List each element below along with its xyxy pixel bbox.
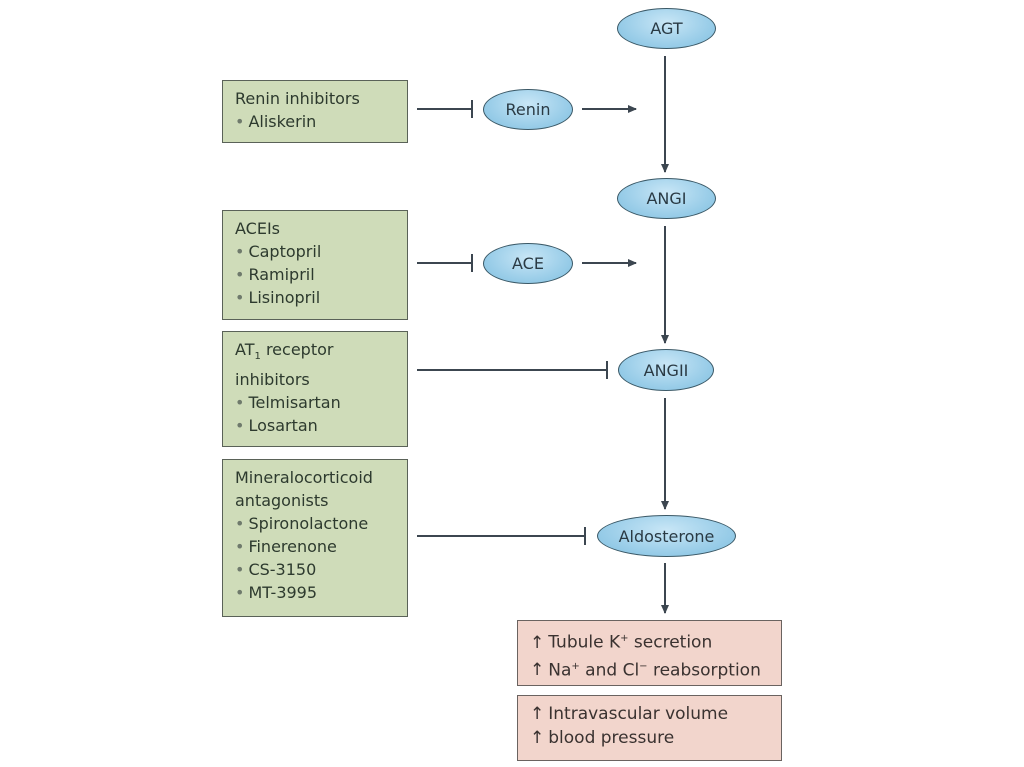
- at1-title-suffix: receptor: [260, 340, 334, 359]
- effect-intravascular-volume: Intravascular volume: [530, 702, 769, 726]
- node-aldosterone: Aldosterone: [597, 515, 736, 557]
- at1-title-line2: inhibitors: [235, 370, 310, 390]
- node-aldosterone-label: Aldosterone: [618, 526, 715, 546]
- effect-text: and Cl: [579, 660, 640, 681]
- node-angi: ANGI: [617, 178, 716, 219]
- superscript: −: [639, 660, 648, 672]
- at1-title-prefix: AT: [235, 340, 255, 359]
- effect-text: Na: [548, 660, 572, 681]
- mineralocorticoid-antagonists-box: Mineralocorticoid antagonists Spironolac…: [222, 459, 408, 617]
- renin-inhibitors-title: Renin inhibitors: [235, 89, 360, 108]
- systemic-effects-box: Intravascular volume blood pressure: [517, 695, 782, 761]
- at1-inhibitors-box: AT1 receptor inhibitors Telmisartan Losa…: [222, 331, 408, 447]
- node-renin-label: Renin: [505, 100, 551, 119]
- effect-text: secretion: [628, 632, 713, 653]
- effect-text: Tubule K: [548, 632, 621, 653]
- acei-title: ACEIs: [235, 219, 280, 238]
- node-agt-label: AGT: [650, 19, 683, 38]
- drug-item: Finerenone: [235, 535, 395, 558]
- drug-item: Telmisartan: [235, 391, 395, 414]
- at1-title: AT1 receptor: [235, 338, 395, 368]
- drug-item: Spironolactone: [235, 512, 395, 535]
- node-angii-label: ANGII: [643, 360, 689, 380]
- effect-k-secretion: Tubule K+ secretion: [530, 627, 769, 655]
- node-angi-label: ANGI: [646, 189, 687, 208]
- node-angii: ANGII: [618, 349, 714, 391]
- renal-effects-box: Tubule K+ secretion Na+ and Cl− reabsorp…: [517, 620, 782, 686]
- node-ace-label: ACE: [512, 254, 544, 273]
- renin-inhibitors-box: Renin inhibitors Aliskerin: [222, 80, 408, 143]
- drug-item: Losartan: [235, 414, 395, 437]
- node-agt: AGT: [617, 8, 716, 49]
- drug-item: Lisinopril: [235, 286, 395, 309]
- effect-text: reabsorption: [647, 660, 761, 681]
- at1-title-subscript: 1: [254, 351, 261, 363]
- effect-na-cl-reabsorption: Na+ and Cl− reabsorption: [530, 655, 769, 683]
- superscript: +: [620, 633, 629, 644]
- drug-item: Captopril: [235, 240, 395, 263]
- acei-box: ACEIs Captopril Ramipril Lisinopril: [222, 210, 408, 320]
- effect-blood-pressure: blood pressure: [530, 726, 769, 750]
- mra-title-line1: Mineralocorticoid: [235, 468, 373, 487]
- superscript: +: [571, 660, 580, 672]
- node-ace: ACE: [483, 243, 573, 284]
- drug-item: Ramipril: [235, 263, 395, 286]
- drug-item: Aliskerin: [235, 110, 395, 133]
- drug-item: CS-3150: [235, 558, 395, 581]
- mra-title-line2: antagonists: [235, 491, 329, 510]
- drug-item: MT-3995: [235, 581, 395, 604]
- node-renin: Renin: [483, 89, 573, 130]
